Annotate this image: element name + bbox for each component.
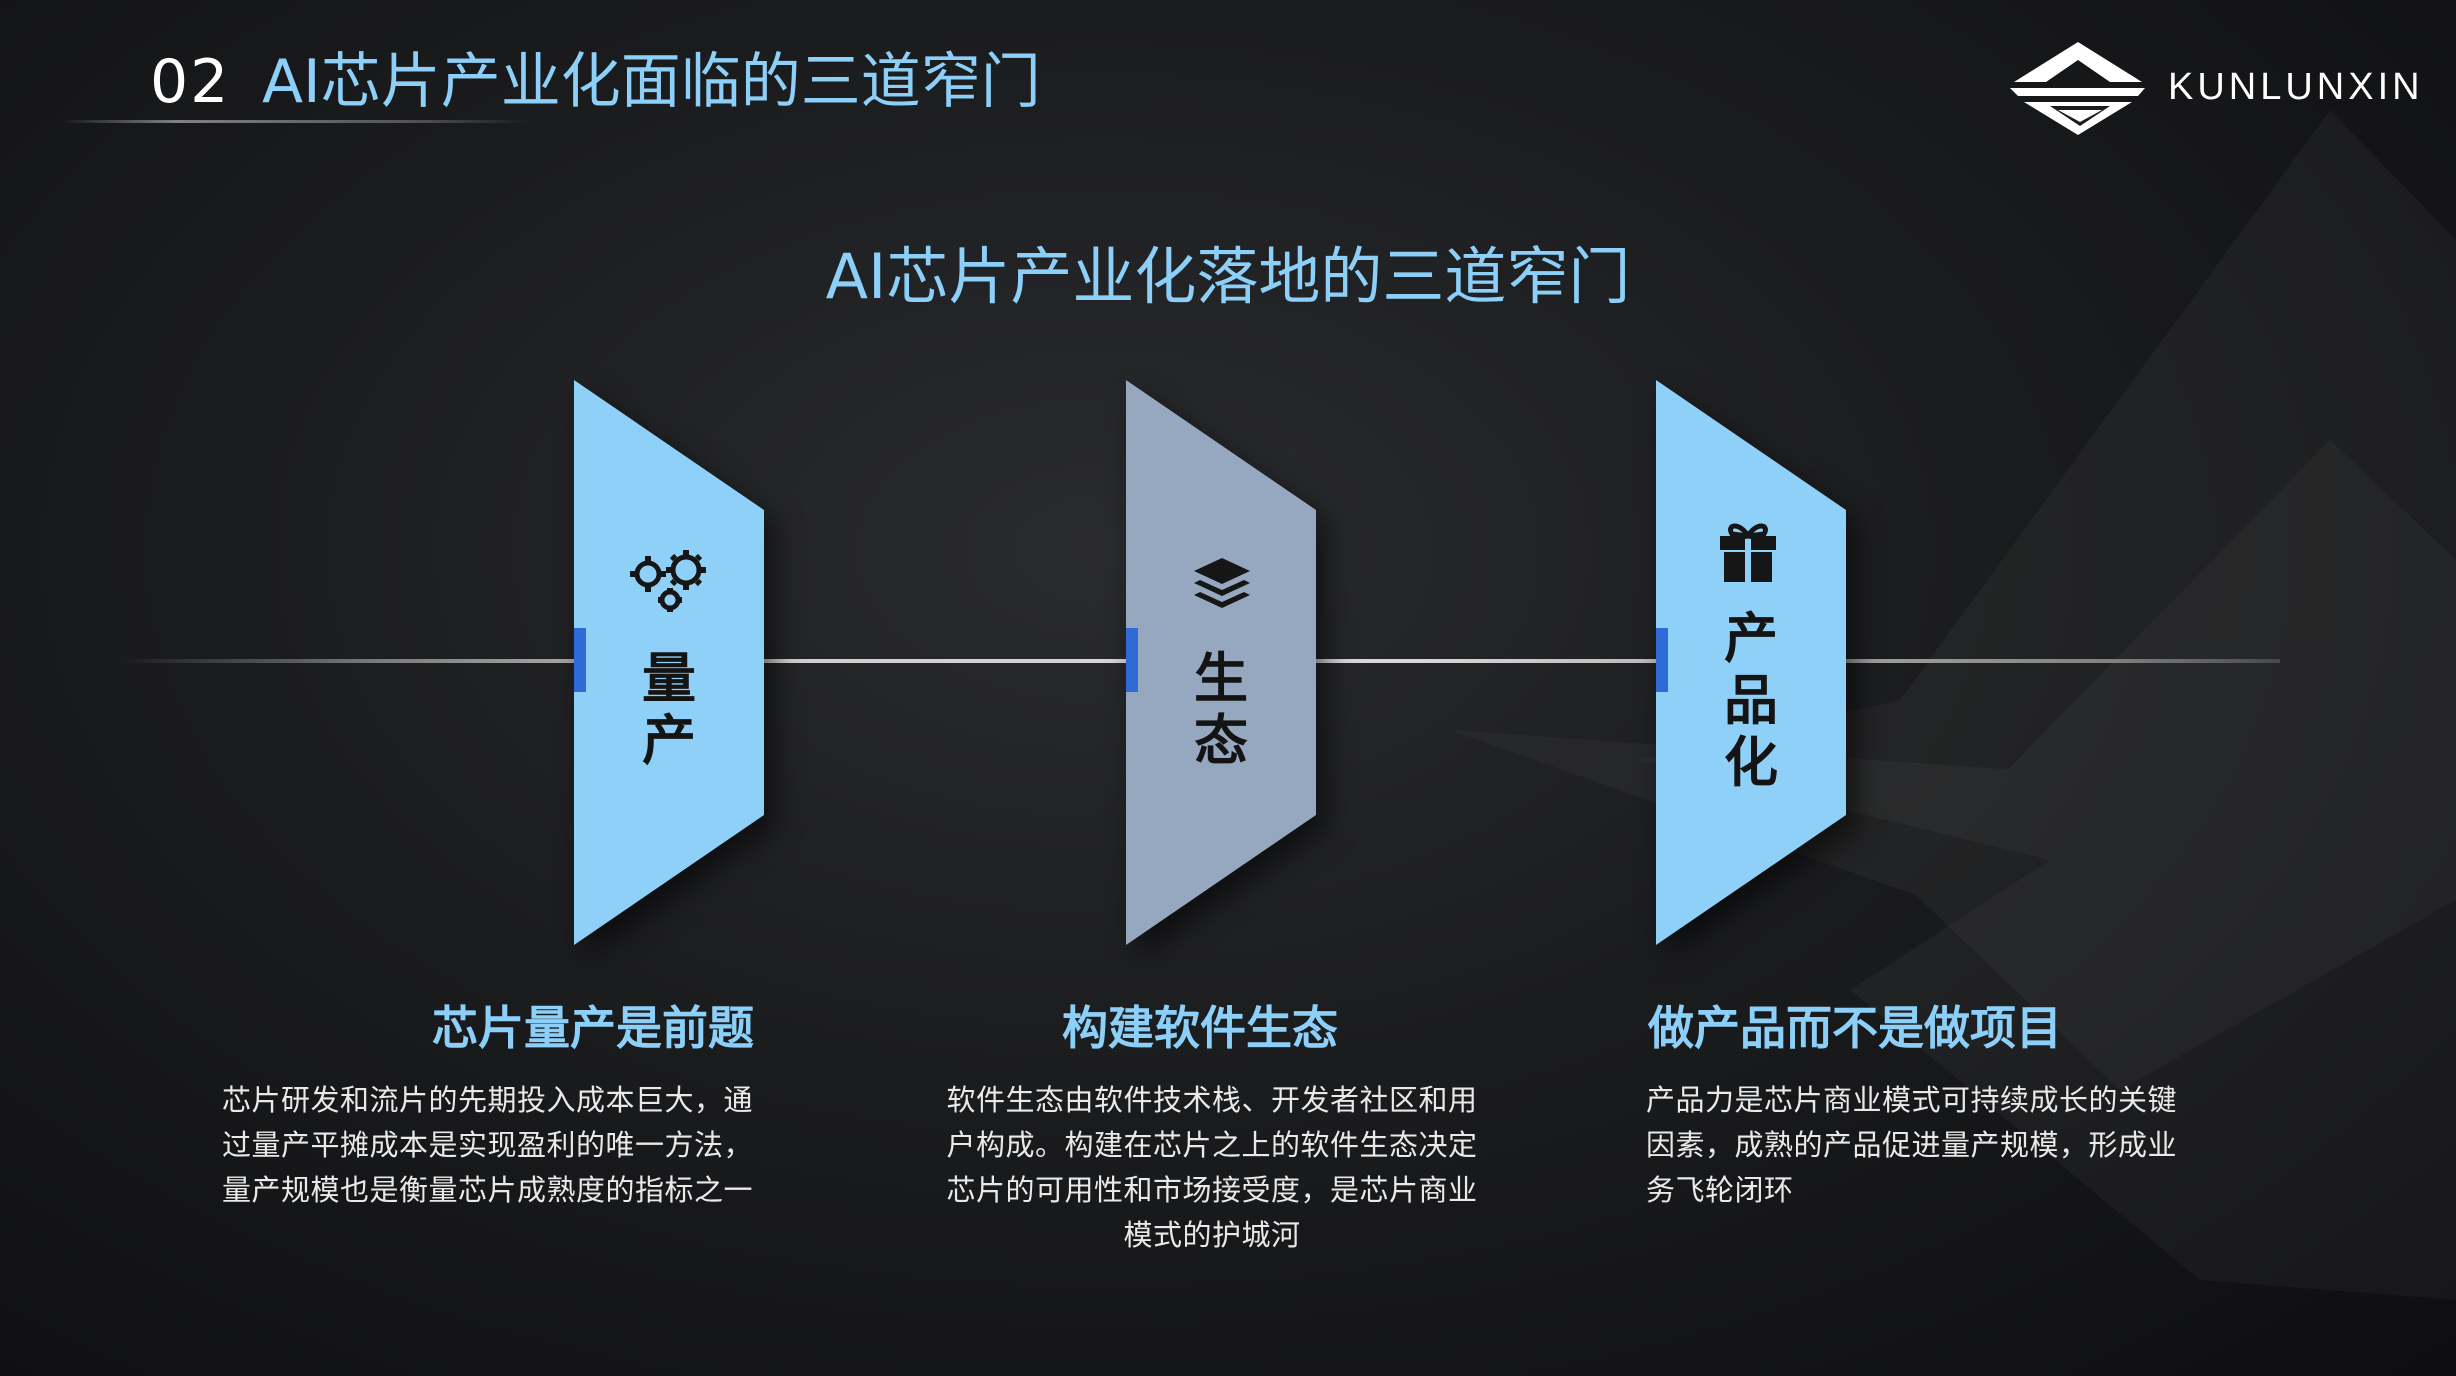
- gate-productization: 产 品 化: [1656, 380, 1846, 945]
- card-description: 软件生态由软件技术栈、开发者社区和用 户构成。构建在芯片之上的软件生态决定 芯片…: [946, 1083, 1478, 1252]
- gate-marker: [1126, 628, 1138, 692]
- gate-shape: [574, 380, 764, 945]
- gate-label: 生 态: [1194, 647, 1248, 772]
- gift-icon: [1720, 523, 1776, 582]
- layers-icon: [1194, 558, 1250, 608]
- card-title: 芯片量产是前题: [432, 1001, 754, 1055]
- page-title: AI芯片产业化面临的三道窄门: [262, 47, 1041, 117]
- title-underline: [60, 120, 530, 123]
- mountain-logo-icon: [2010, 42, 2145, 135]
- logo-text: KUNLUNXIN: [2168, 66, 2424, 108]
- card-description: 芯片研发和流片的先期投入成本巨大，通 过量产平摊成本是实现盈利的唯一方法， 量产…: [222, 1083, 754, 1207]
- gate-label: 量 产: [642, 647, 696, 772]
- gate-label: 产 品 化: [1724, 607, 1778, 794]
- gate-mass-production: 量 产: [574, 380, 764, 945]
- gate-marker: [574, 628, 586, 692]
- section-number: 02: [150, 47, 231, 117]
- main-title: AI芯片产业化落地的三道窄门: [825, 240, 1631, 313]
- card-description: 产品力是芯片商业模式可持续成长的关键 因素，成熟的产品促进量产规模，形成业 务飞…: [1646, 1083, 2178, 1207]
- gate-ecosystem: 生 态: [1126, 380, 1316, 945]
- gears-icon: [630, 550, 706, 612]
- gate-shape: [1656, 380, 1846, 945]
- brand-logo: KUNLUNXIN: [2010, 40, 2430, 140]
- card-title: 做产品而不是做项目: [1648, 1001, 2062, 1055]
- gate-shape: [1126, 380, 1316, 945]
- card-title: 构建软件生态: [1062, 1001, 1338, 1055]
- gate-marker: [1656, 628, 1668, 692]
